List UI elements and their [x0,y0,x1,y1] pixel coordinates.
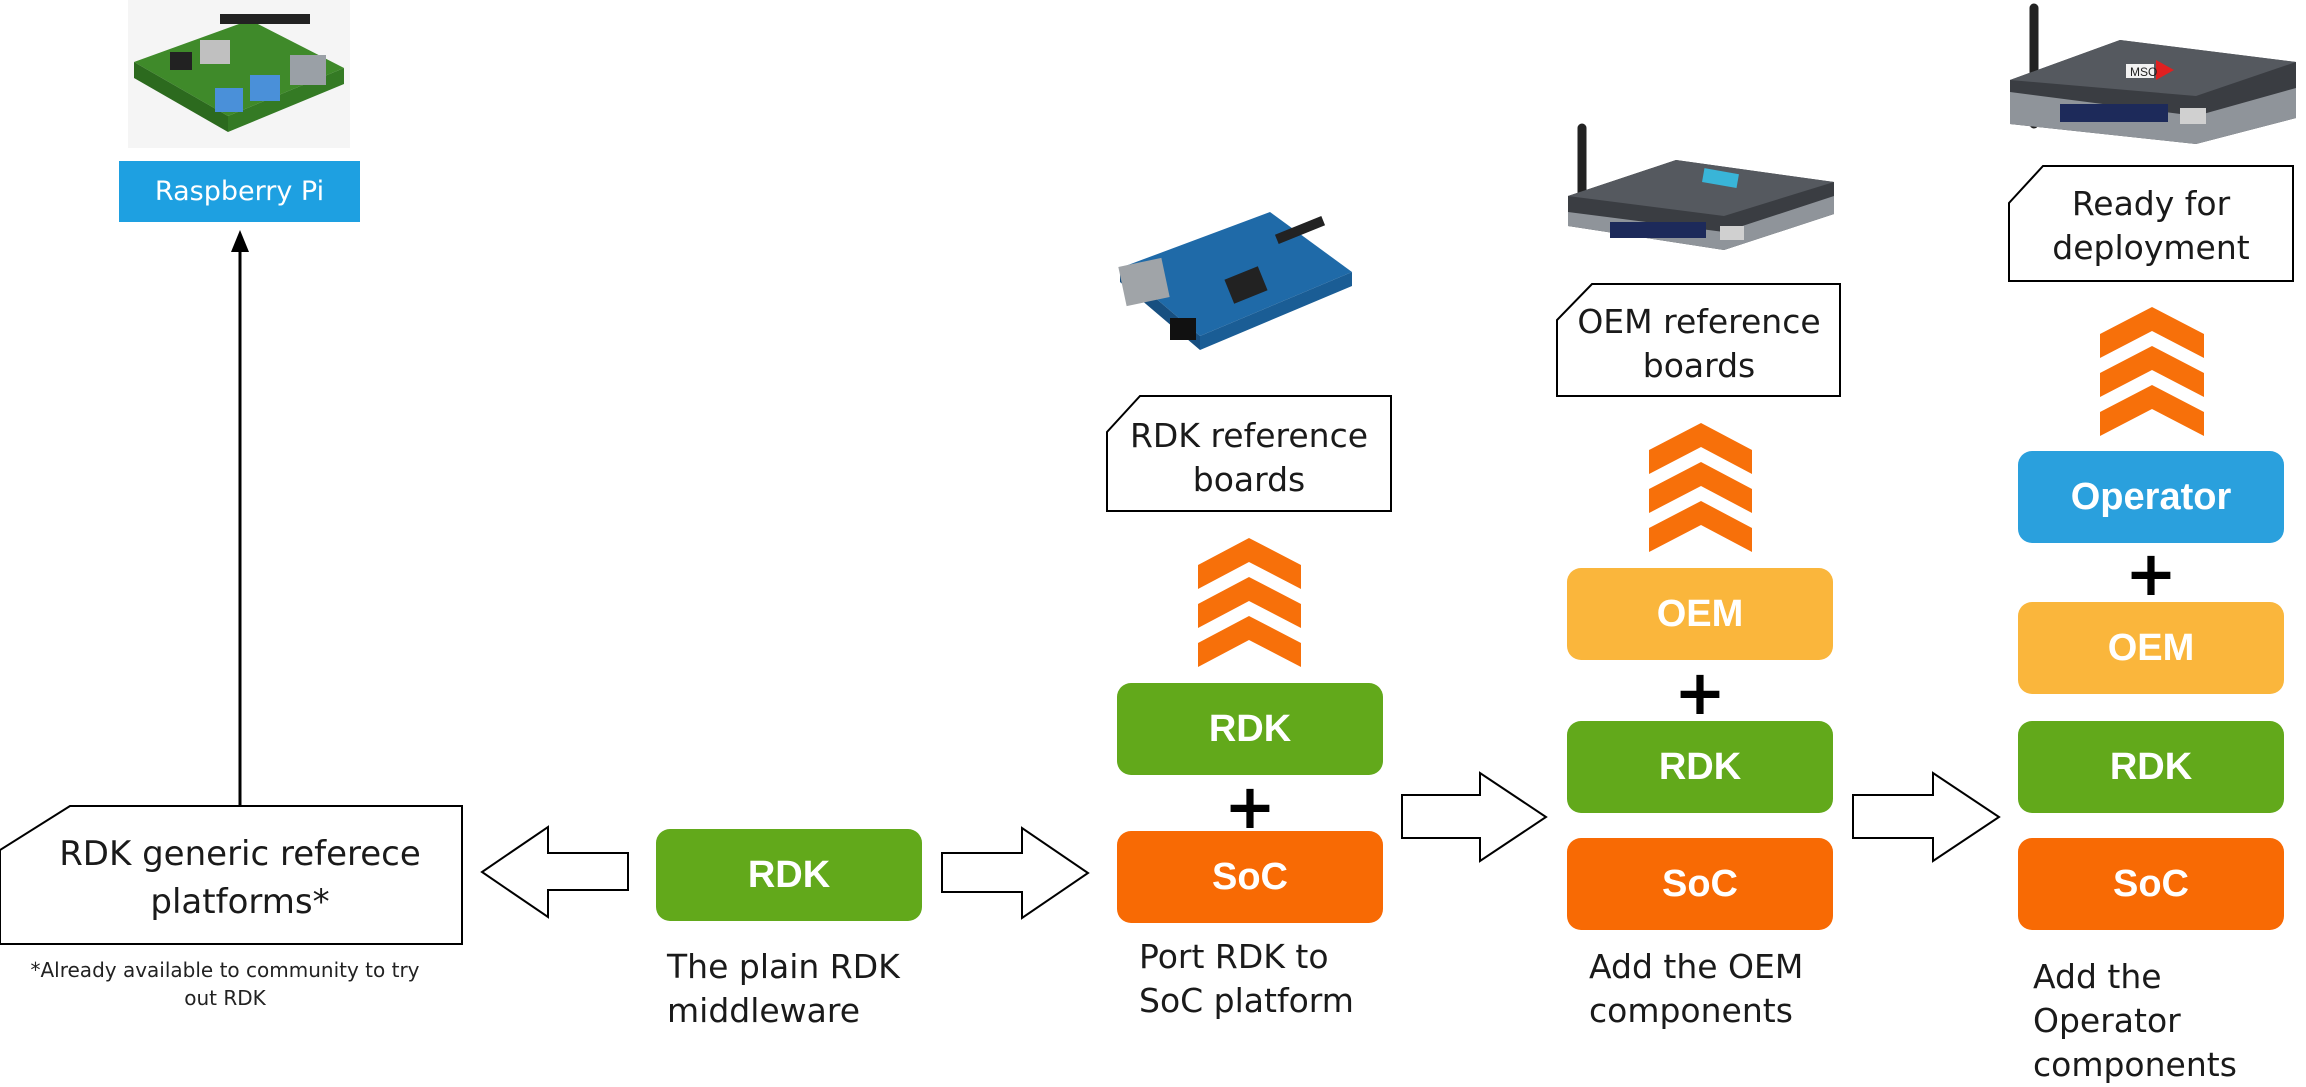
stage2-caption: Port RDK to SoC platform [1139,935,1369,1023]
plus-text: + [2125,537,2177,610]
mso-badge-text: MSO [2130,65,2157,79]
generic-platforms-note-text: RDK generic referece platforms* [59,834,421,922]
diagram-graphics: MSO [0,0,2296,945]
rdk-reference-note-shape [1106,395,1392,512]
footnote-text: *Already available to community to try o… [30,958,420,1010]
plus-text: + [1674,656,1726,729]
deployment-note-shape [2008,165,2294,282]
stage3-caption: Add the OEM components [1589,945,1819,1033]
soc-block-stage3: SoC [1567,838,1833,930]
oem-block-stage3: OEM [1567,568,1833,660]
plus-text: + [1224,770,1276,843]
plus-sign-stage4: + [2121,543,2181,605]
right-arrow-1 [941,826,1090,920]
oem-label: OEM [2107,626,2195,669]
oem-reference-note: OEM reference boards [1560,296,1838,392]
right-arrow-3 [1852,771,2001,863]
soc-block-stage2: SoC [1117,831,1383,923]
generic-platforms-note: RDK generic referece platforms* [40,830,440,926]
raspberry-pi-board-icon [128,0,350,148]
soc-label: SoC [1212,855,1288,898]
oem-label: OEM [1656,592,1744,635]
plus-sign-stage3: + [1670,662,1730,724]
rdk-block-stage3: RDK [1567,721,1833,813]
soc-label: SoC [1662,862,1738,905]
chevron-up-stack-1 [1198,538,1301,667]
stage1-caption: The plain RDK middleware [667,945,907,1033]
soc-block-stage4: SoC [2018,838,2284,930]
chevron-up-stack-3 [2100,307,2204,436]
soc-label: SoC [2113,862,2189,905]
pi-label: Raspberry Pi [119,161,360,222]
rdk-block-stage4: RDK [2018,721,2284,813]
stage3-caption-text: Add the OEM components [1589,947,1804,1030]
left-arrow [480,825,629,919]
rdk-reference-note-text: RDK reference boards [1129,416,1369,499]
stage4-caption: Add the Operator components [2033,955,2293,1087]
mso-badge-triangle-icon [2156,60,2174,80]
right-arrow-2 [1401,771,1548,863]
generic-platforms-note-shape [0,805,463,945]
oem-reference-note-text: OEM reference boards [1577,302,1821,385]
plus-sign-stage2: + [1220,776,1280,838]
stage1-caption-text: The plain RDK middleware [667,947,900,1030]
up-arrow-head [231,230,249,252]
rdk-label: RDK [1658,745,1742,788]
oem-block-stage4: OEM [2018,602,2284,694]
operator-block-stage4: Operator [2018,451,2284,543]
rdk-reference-note: RDK reference boards [1110,410,1388,506]
footnote: *Already available to community to try o… [30,956,420,1012]
deployment-note: Ready for deployment [2012,178,2290,274]
rdk-block-stage1: RDK [656,829,922,921]
rdk-label: RDK [747,853,831,896]
stage2-caption-text: Port RDK to SoC platform [1139,937,1354,1020]
rdk-block-stage2: RDK [1117,683,1383,775]
rdk-label: RDK [1208,707,1292,750]
pi-label-box [119,161,360,222]
operator-router-icon [2010,3,2296,144]
rdk-label: RDK [2109,745,2193,788]
chevron-up-stack-2 [1649,423,1752,552]
pi-label-text: Raspberry Pi [154,176,325,207]
deployment-note-text: Ready for deployment [2052,184,2250,267]
soc-dev-board-icon [1118,212,1352,350]
oem-router-icon [1568,123,1834,250]
stage4-caption-text: Add the Operator components [2033,957,2237,1084]
operator-label: Operator [2070,475,2232,518]
oem-reference-note-shape [1556,283,1841,397]
